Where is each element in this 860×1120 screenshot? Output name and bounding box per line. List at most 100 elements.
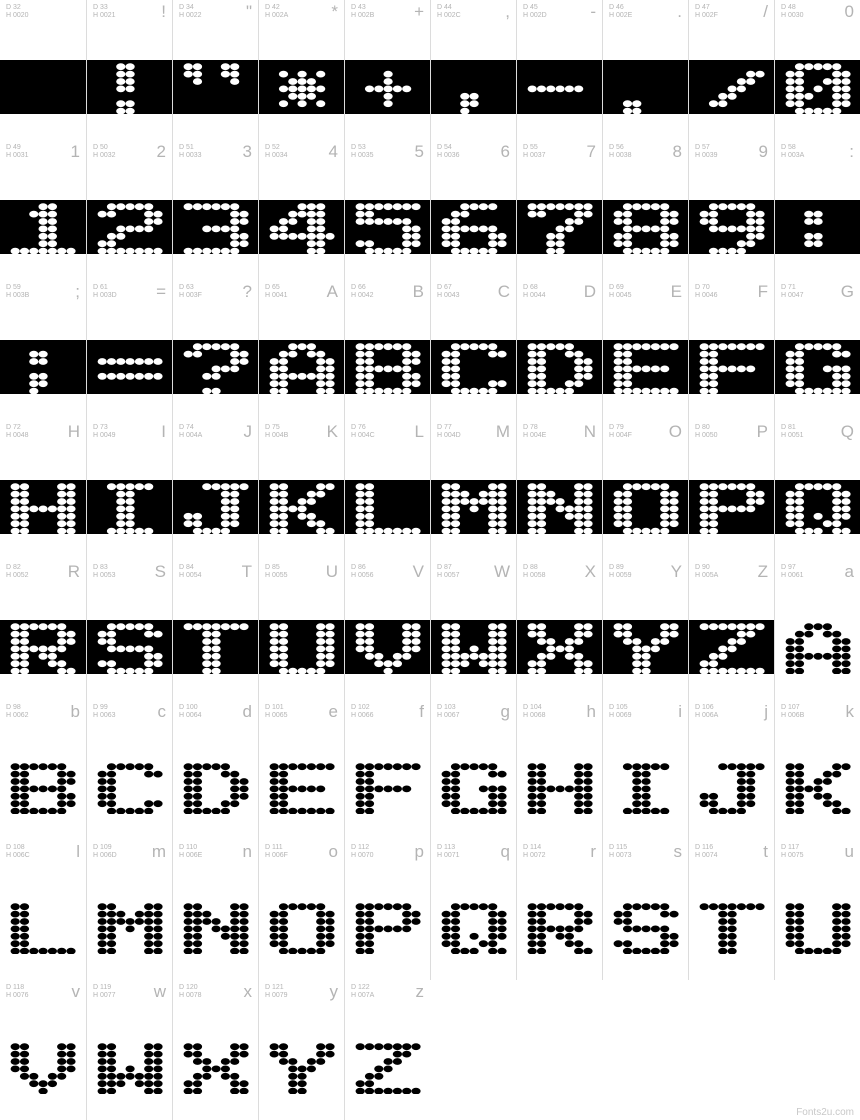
glyph-dot — [718, 918, 728, 925]
glyph-dot — [622, 358, 633, 365]
glyph-dot — [220, 343, 230, 351]
hex-code: H 002A — [265, 12, 289, 19]
glyph-dot — [488, 512, 498, 520]
glyph-dot — [441, 527, 451, 534]
glyph-dot — [316, 358, 326, 365]
glyph-dot — [441, 240, 451, 248]
glyph-dot — [488, 387, 498, 394]
glyph-dot — [288, 218, 298, 225]
glyph-dot — [632, 652, 642, 660]
reference-character: f — [419, 702, 424, 721]
glyph-preview — [689, 200, 775, 254]
glyph-dot — [736, 778, 746, 785]
glyph-dot — [699, 505, 709, 513]
glyph-dot — [527, 365, 537, 373]
glyph-dot — [220, 807, 230, 814]
glyph-dot — [564, 903, 574, 911]
glyph-dot — [660, 527, 670, 534]
glyph-dot — [297, 903, 307, 911]
glyph-dot — [527, 358, 537, 365]
glyph-dot — [66, 512, 76, 520]
glyph-dot — [106, 1087, 117, 1094]
glyph-dot — [288, 210, 298, 218]
dot-matrix-glyph — [355, 1043, 421, 1094]
dot-matrix-glyph — [10, 903, 76, 954]
glyph-dot — [230, 910, 240, 918]
glyph-dot — [497, 667, 507, 674]
glyph-dot — [192, 770, 203, 778]
glyph-dot — [29, 387, 39, 394]
glyph-dot — [183, 763, 193, 771]
dot-matrix-glyph — [708, 70, 765, 108]
glyph-dot — [325, 645, 335, 653]
glyph-dot — [813, 623, 823, 631]
glyph-dot — [555, 505, 565, 513]
hex-code: H 0039 — [695, 152, 718, 159]
glyph-dot — [660, 498, 670, 505]
glyph-dot — [355, 240, 365, 248]
glyph-dot — [383, 343, 393, 351]
glyph-dot — [364, 903, 375, 911]
decimal-code: D 59 — [6, 284, 21, 291]
glyph-dot — [269, 763, 279, 771]
glyph-dot — [47, 240, 58, 248]
glyph-dot — [19, 1050, 30, 1058]
glyph-dot — [10, 807, 20, 814]
glyph-dot — [641, 660, 651, 668]
glyph-dot — [316, 520, 326, 528]
dot-matrix-glyph — [355, 623, 421, 674]
glyph-dot — [841, 660, 851, 668]
glyph-dot — [125, 505, 135, 513]
glyph-dot — [546, 232, 556, 240]
glyph-dot — [383, 903, 393, 911]
glyph-dot — [708, 505, 719, 513]
glyph-dot — [441, 630, 451, 638]
glyph-dot — [450, 527, 461, 534]
glyph-preview — [87, 200, 173, 254]
glyph-dot — [192, 1087, 203, 1094]
glyph-dot — [306, 372, 316, 380]
glyph-dot — [297, 343, 307, 351]
glyph-dot — [583, 763, 593, 771]
glyph-dot — [669, 387, 679, 394]
glyph-dot — [622, 527, 633, 534]
glyph-dot — [832, 932, 842, 940]
glyph-dot — [10, 667, 20, 674]
hex-code: H 0054 — [179, 572, 202, 579]
glyph-dot — [29, 372, 39, 380]
glyph-dot — [785, 918, 795, 925]
glyph-dot — [230, 940, 240, 948]
glyph-dot — [106, 807, 117, 814]
glyph-dot — [183, 1043, 193, 1051]
glyph-dot — [488, 203, 498, 211]
glyph-dot — [669, 910, 679, 918]
glyph-dot — [392, 763, 402, 771]
dot-matrix-glyph — [785, 343, 851, 394]
glyph-dot — [392, 1050, 402, 1058]
decimal-code: D 70 — [695, 284, 710, 291]
glyph-dot — [38, 1080, 48, 1088]
glyph-dot — [230, 343, 240, 351]
reference-character: C — [497, 282, 510, 301]
glyph-dot — [144, 932, 154, 940]
glyph-dot — [202, 527, 212, 534]
glyph-dot — [622, 240, 633, 248]
glyph-dot — [125, 645, 135, 653]
glyph-dot — [402, 85, 412, 93]
glyph-preview — [87, 340, 173, 394]
hex-code: H 0061 — [781, 572, 804, 579]
glyph-dot — [57, 483, 67, 491]
glyph-dot — [116, 505, 126, 513]
glyph-dot — [546, 652, 556, 660]
glyph-dot — [297, 785, 307, 793]
glyph-dot — [755, 210, 765, 218]
